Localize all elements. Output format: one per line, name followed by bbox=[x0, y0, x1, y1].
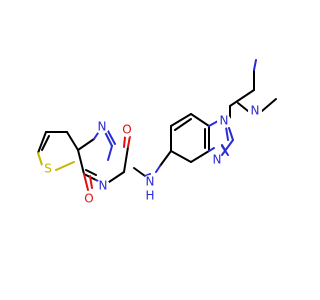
atom-n-top-ring: N bbox=[95, 120, 109, 134]
svg-text:O: O bbox=[84, 192, 93, 206]
svg-text:S: S bbox=[44, 162, 52, 176]
atom-o-amide: O bbox=[120, 123, 134, 137]
bonds-sulfur bbox=[37, 152, 75, 171]
bonds-oxygen bbox=[83, 135, 131, 191]
bonds-carbon bbox=[37, 69, 277, 189]
svg-text:N: N bbox=[146, 175, 155, 189]
svg-text:N: N bbox=[251, 104, 260, 118]
atom-n-benzimidazole-2: N bbox=[210, 153, 224, 167]
atom-o-ring: O bbox=[82, 192, 96, 206]
atom-h-amide: H bbox=[143, 189, 157, 203]
atom-n-dimethyl: N bbox=[248, 104, 262, 118]
bonds-imidazole bbox=[221, 127, 234, 156]
svg-text:H: H bbox=[145, 189, 154, 203]
svg-text:N: N bbox=[99, 179, 108, 193]
atom-s-ring: S bbox=[41, 162, 55, 176]
bonds-nitrogen bbox=[93, 59, 257, 183]
svg-text:N: N bbox=[213, 153, 222, 167]
svg-text:O: O bbox=[122, 123, 131, 137]
atom-n-ring: N bbox=[96, 179, 110, 193]
svg-text:N: N bbox=[98, 120, 107, 134]
molecule-structure: N S N O O N H N N N bbox=[37, 59, 277, 206]
atom-n-benzimidazole-1: N bbox=[217, 114, 231, 128]
svg-text:N: N bbox=[220, 114, 229, 128]
atom-n-amide: N bbox=[143, 175, 157, 189]
